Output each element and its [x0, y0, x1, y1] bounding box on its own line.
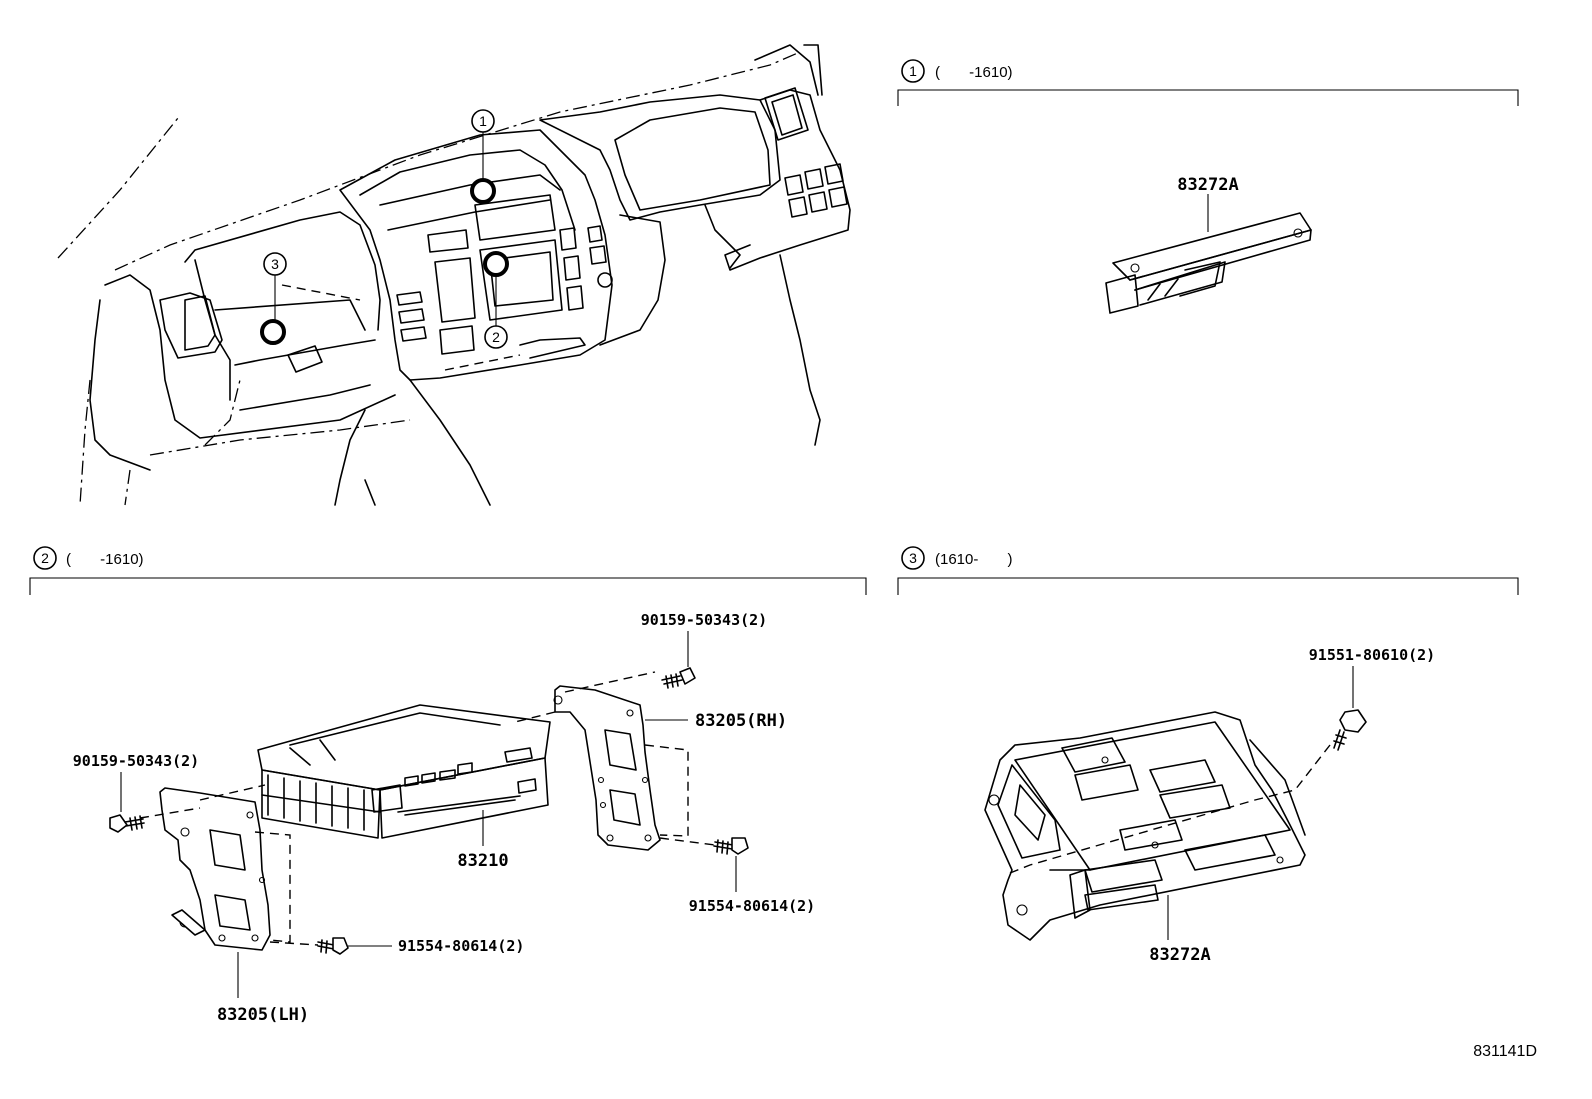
module-83272a-small — [1105, 194, 1312, 314]
head-unit-83210 — [257, 704, 551, 839]
bracket-83205-lh — [159, 787, 271, 951]
section-2: 2 ( -1610) 83210 — [29, 546, 867, 1025]
location-marker-3 — [260, 319, 286, 345]
part-83210: 83210 — [457, 851, 508, 871]
location-marker-1 — [470, 178, 496, 204]
part-83272a-s1: 83272A — [1177, 175, 1238, 195]
bolt-91551 — [1333, 709, 1367, 751]
diagram-id: 831141D — [1473, 1043, 1537, 1060]
section-1: 1 ( -1610) 83272A — [897, 59, 1519, 314]
bolt-90159-lh — [109, 814, 145, 833]
section-2-number: 2 — [41, 550, 49, 566]
part-91551-80610: 91551-80610(2) — [1309, 646, 1435, 664]
bolt-90159-rh — [661, 667, 696, 689]
section-3: 3 (1610- ) 8327 — [897, 546, 1519, 965]
part-90159-50343-rh: 90159-50343(2) — [641, 611, 767, 629]
part-83205-lh: 83205(LH) — [217, 1005, 309, 1025]
part-90159-50343-lh: 90159-50343(2) — [73, 752, 199, 770]
part-83272a-s3: 83272A — [1149, 945, 1210, 965]
section-3-range: (1610- ) — [935, 551, 1013, 568]
section-1-number: 1 — [909, 63, 917, 79]
location-marker-2 — [483, 251, 509, 277]
section-2-range: ( -1610) — [66, 551, 144, 568]
part-83205-rh: 83205(RH) — [695, 711, 787, 731]
bolt-91554-rh — [713, 837, 749, 855]
overview-callout-1: 1 — [479, 113, 487, 129]
bracket-83205-rh — [553, 685, 661, 851]
dashboard-overview: 1 3 2 — [57, 44, 851, 506]
section-3-number: 3 — [909, 550, 917, 566]
bolt-91554-lh — [317, 937, 349, 955]
overview-callout-3: 3 — [271, 256, 279, 272]
part-91554-80614-lh: 91554-80614(2) — [398, 937, 524, 955]
overview-callout-2: 2 — [492, 329, 500, 345]
part-91554-80614-rh: 91554-80614(2) — [689, 897, 815, 915]
module-83272a-large — [984, 711, 1306, 941]
section-1-range: ( -1610) — [935, 64, 1013, 81]
